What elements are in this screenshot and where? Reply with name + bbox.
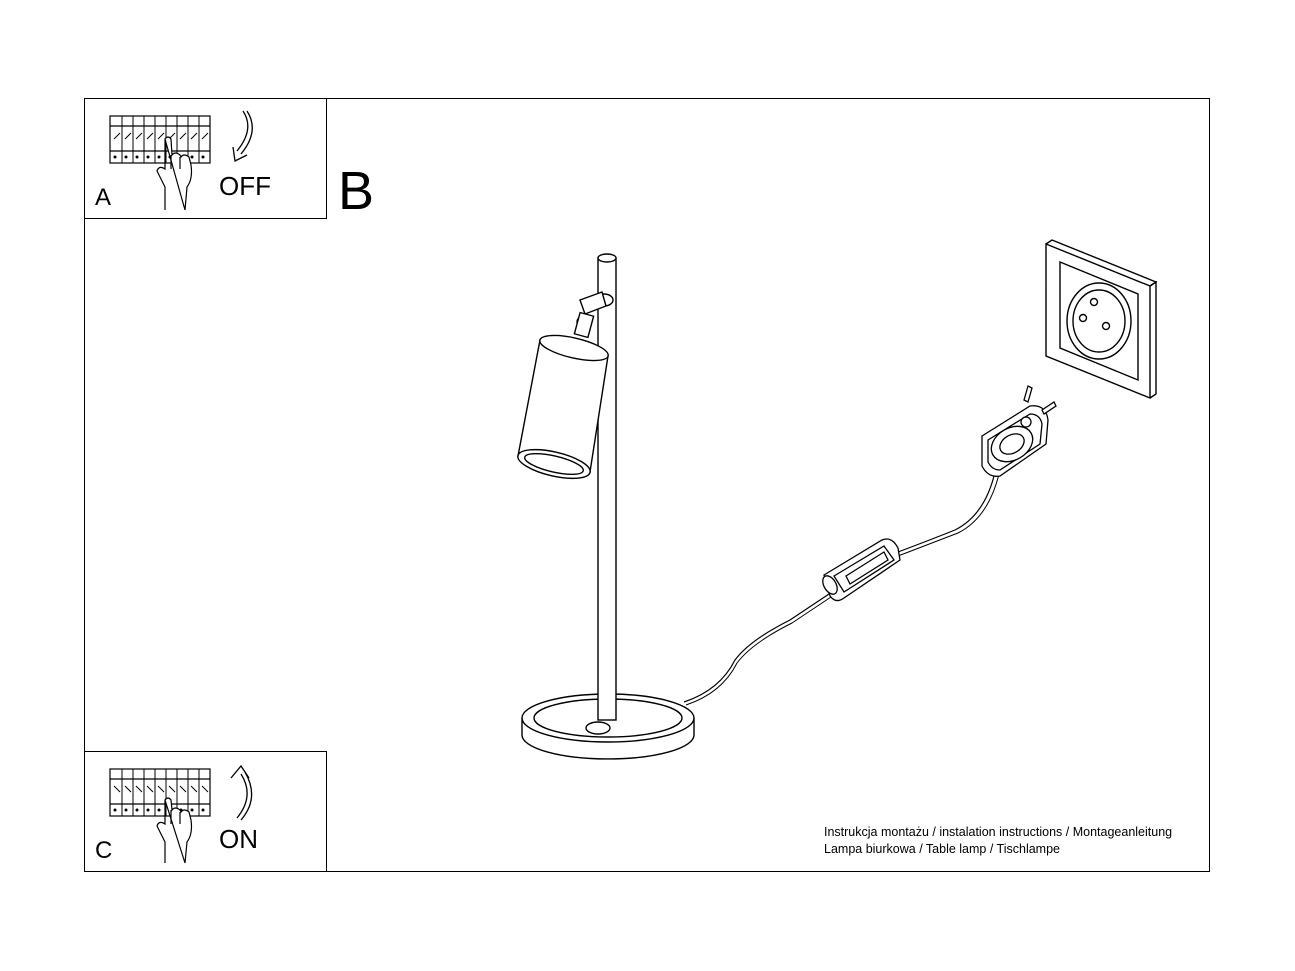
- hand-icon: [156, 797, 193, 864]
- arrow-down-icon: [232, 110, 253, 162]
- breaker-on-illustration: [109, 764, 253, 864]
- wall-socket-icon: [1045, 239, 1158, 400]
- state-label-off: OFF: [219, 171, 271, 201]
- hand-icon: [156, 136, 193, 211]
- breaker-off-illustration: [109, 110, 253, 211]
- instruction-sheet-frame: [84, 98, 1210, 872]
- arrow-up-icon: [230, 764, 253, 821]
- power-cord: [683, 471, 996, 703]
- panel-letter-a: A: [95, 184, 112, 211]
- table-lamp-icon: [517, 253, 695, 760]
- panel-a: OFF A: [84, 98, 327, 219]
- panel-c: ON C: [84, 751, 327, 872]
- step-letter-b: B: [338, 161, 375, 221]
- caption: Instrukcja montażu / instalation instruc…: [824, 824, 1172, 858]
- circuit-breaker-icon: [109, 768, 211, 817]
- power-plug-icon: [981, 385, 1057, 477]
- panel-letter-c: C: [95, 837, 113, 864]
- caption-line-1: Instrukcja montażu / instalation instruc…: [824, 825, 1173, 839]
- state-label-on: ON: [219, 824, 258, 854]
- cord-switch-icon: [822, 538, 901, 602]
- caption-line-2: Lampa biurkowa / Table lamp / Tischlampe: [824, 842, 1060, 856]
